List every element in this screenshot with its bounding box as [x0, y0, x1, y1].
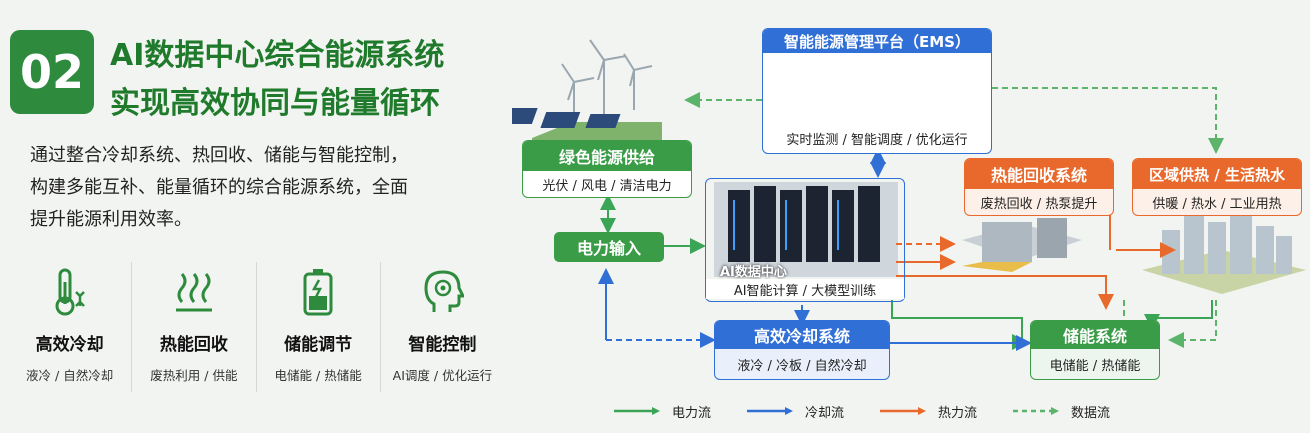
- blue-arrow-icon: [747, 407, 794, 415]
- green-energy-title: 绿色能源供给: [523, 141, 691, 171]
- data-center-box: AI数据中心 AI智能计算 / 大模型训练: [705, 178, 905, 302]
- storage-system-box: 储能系统 电储能 / 热储能: [1030, 320, 1160, 380]
- description-line-1: 通过整合冷却系统、热回收、储能与智能控制，: [30, 145, 408, 166]
- feature-title: 智能控制: [408, 335, 477, 355]
- server-racks-illustration: [714, 182, 898, 277]
- storage-title: 储能系统: [1031, 321, 1159, 349]
- feature-heat-recovery: 热能回收 废热利用 / 供能: [132, 262, 257, 392]
- cooling-subtitle: 液冷 / 冷板 / 自然冷却: [737, 358, 867, 374]
- section-number-badge: 02: [10, 30, 94, 114]
- city-buildings-illustration: [1142, 208, 1306, 294]
- feature-sub: 液冷 / 自然冷却: [26, 368, 114, 383]
- legend-label: 数据流: [1071, 405, 1111, 421]
- legend-label: 热力流: [938, 405, 978, 421]
- orange-arrow-icon: [880, 407, 927, 415]
- solar-panels-illustration: [512, 108, 662, 142]
- legend-item-cooling: 冷却流: [745, 402, 844, 421]
- feature-title: 储能调节: [284, 335, 353, 355]
- feature-title: 热能回收: [159, 335, 228, 355]
- legend-item-power: 电力流: [612, 402, 711, 421]
- wind-turbines-illustration: [561, 39, 653, 128]
- ai-head-icon: [424, 270, 465, 312]
- ems-subtitle: 实时监测 / 智能调度 / 优化运行: [786, 132, 968, 148]
- left-panel: 02 AI数据中心综合能源系统 实现高效协同与能量循环 通过整合冷却系统、热回收…: [0, 0, 512, 433]
- ems-box: 智能能源管理平台（EMS） 实时监测 / 智能调度 / 优化运行: [762, 28, 992, 154]
- heat-pump-illustration: [962, 218, 1082, 272]
- feature-sub: 废热利用 / 供能: [150, 368, 238, 383]
- thermometer-icon: [55, 268, 85, 316]
- title-line-2: 实现高效协同与能量循环: [110, 86, 440, 121]
- green-arrow-icon: [614, 407, 660, 415]
- district-heating-title: 区域供热 / 生活热水: [1133, 159, 1301, 189]
- ems-title: 智能能源管理平台（EMS）: [763, 29, 991, 53]
- legend-label: 冷却流: [805, 405, 845, 421]
- district-heating-box: 区域供热 / 生活热水 供暖 / 热水 / 工业用热: [1132, 158, 1302, 216]
- data-center-subtitle: AI智能计算 / 大模型训练: [706, 279, 904, 299]
- feature-smart-control: 智能控制 AI调度 / 优化运行: [381, 262, 504, 392]
- heat-recovery-title: 热能回收系统: [965, 159, 1113, 189]
- battery-icon: [303, 269, 333, 316]
- heat-recovery-box: 热能回收系统 废热回收 / 热泵提升: [964, 158, 1114, 216]
- storage-subtitle: 电储能 / 热储能: [1049, 358, 1141, 374]
- feature-storage: 储能调节 电储能 / 热储能: [257, 262, 381, 392]
- description-line-2: 构建多能互补、能量循环的综合能源系统，全面: [30, 177, 408, 198]
- green-energy-box: 绿色能源供给 光伏 / 风电 / 清洁电力: [522, 140, 692, 198]
- power-input-box: 电力输入: [554, 232, 664, 262]
- legend-item-data: 数据流: [1011, 402, 1110, 421]
- energy-flow-diagram: 智能能源管理平台（EMS） 实时监测 / 智能调度 / 优化运行 绿色能源供给 …: [512, 0, 1310, 433]
- legend-label: 电力流: [672, 405, 712, 421]
- cooling-system-box: 高效冷却系统 液冷 / 冷板 / 自然冷却: [714, 320, 890, 380]
- dashed-arrow-icon: [1013, 407, 1060, 415]
- heat-waves-icon: [175, 273, 212, 312]
- feature-row: 高效冷却 液冷 / 自然冷却 热能回收 废热利用 / 供能 储能调节 电储能 /…: [8, 262, 504, 392]
- title-line-1: AI数据中心综合能源系统: [110, 38, 445, 73]
- power-input-label: 电力输入: [576, 239, 641, 258]
- district-heating-subtitle: 供暖 / 热水 / 工业用热: [1152, 196, 1282, 212]
- legend: 电力流 冷却流 热力流 数据流: [612, 400, 1272, 422]
- feature-sub: AI调度 / 优化运行: [392, 368, 493, 383]
- heat-recovery-subtitle: 废热回收 / 热泵提升: [980, 196, 1098, 212]
- data-center-label: AI数据中心: [720, 265, 787, 280]
- description: 通过整合冷却系统、热回收、储能与智能控制， 构建多能互补、能量循环的综合能源系统…: [30, 140, 490, 236]
- feature-cooling: 高效冷却 液冷 / 自然冷却: [8, 262, 133, 392]
- feature-sub: 电储能 / 热储能: [274, 368, 362, 383]
- description-line-3: 提升能源利用效率。: [30, 209, 192, 230]
- legend-item-heat: 热力流: [878, 402, 977, 421]
- green-energy-subtitle: 光伏 / 风电 / 清洁电力: [542, 178, 672, 194]
- feature-title: 高效冷却: [35, 335, 104, 355]
- cooling-title: 高效冷却系统: [715, 321, 889, 349]
